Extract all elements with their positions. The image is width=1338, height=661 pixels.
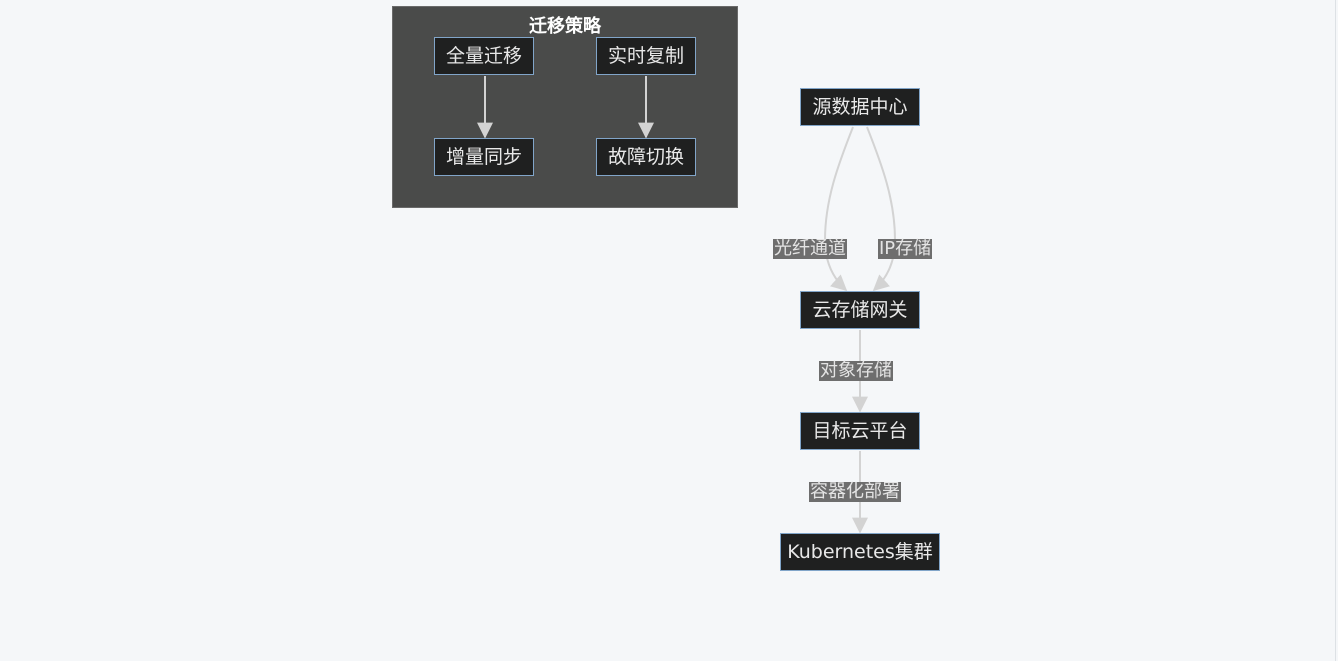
node-target-cloud-platform: 目标云平台 bbox=[800, 412, 920, 450]
node-source-datacenter: 源数据中心 bbox=[800, 88, 920, 126]
node-kubernetes-cluster: Kubernetes集群 bbox=[780, 533, 940, 571]
edge-source-to-gateway-fibre bbox=[823, 126, 854, 292]
node-full-migration: 全量迁移 bbox=[434, 37, 534, 75]
edge-label-containerized-deploy: 容器化部署 bbox=[809, 481, 901, 502]
edge-source-to-gateway-ip bbox=[866, 126, 897, 292]
node-failover: 故障切换 bbox=[596, 138, 696, 176]
edge-label-object-storage: 对象存储 bbox=[819, 360, 893, 381]
edge-label-fibre-channel: 光纤通道 bbox=[773, 238, 847, 259]
cluster-title: 迁移策略 bbox=[529, 16, 601, 37]
node-realtime-copy: 实时复制 bbox=[596, 37, 696, 75]
edge-label-ip-storage: IP存储 bbox=[878, 238, 933, 259]
page-edge-line bbox=[1335, 0, 1336, 661]
node-cloud-storage-gateway: 云存储网关 bbox=[800, 291, 920, 329]
node-incremental-sync: 增量同步 bbox=[434, 138, 534, 176]
